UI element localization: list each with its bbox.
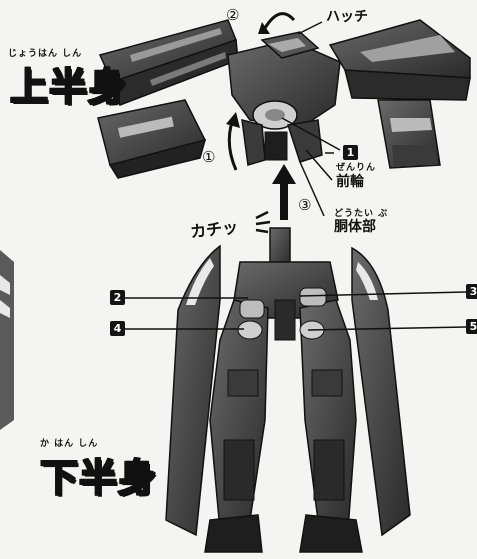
part-badge-3: 3 — [466, 284, 477, 299]
hatch-label: ハッチ — [326, 9, 368, 25]
part-badge-2: 2 — [110, 290, 125, 305]
step-2-marker: ② — [226, 6, 240, 24]
torso-label: 胴体部 — [334, 219, 376, 235]
step-1-marker: ① — [202, 148, 216, 166]
click-sound-label: カチッ — [189, 217, 240, 242]
part-badge-5: 5 — [466, 319, 477, 334]
lower-body-title: 下半身 — [39, 455, 158, 501]
upper-body-ruby: じょうはん しん — [8, 49, 83, 59]
hatch-leader — [297, 21, 323, 35]
up-arrow-3 — [272, 164, 296, 220]
upper-body-title: 上半身 — [9, 64, 128, 110]
step-3-marker: ③ — [298, 196, 312, 214]
part-badge-4: 4 — [110, 321, 125, 336]
rotation-arrow-2 — [263, 12, 296, 29]
left-edge-fragment — [0, 250, 14, 430]
front-wheel-ruby: ぜんりん — [336, 163, 377, 173]
torso-ruby: どうたい ぶ — [334, 209, 389, 219]
rotation-arrow-1 — [227, 121, 238, 171]
lower-body-ruby: か はん しん — [40, 439, 99, 449]
lower-body-figure — [165, 227, 411, 553]
part-leaders — [124, 152, 467, 331]
click-marks — [255, 210, 271, 234]
upper-body-figure — [97, 19, 471, 179]
front-wheel-label: 前輪 — [336, 174, 364, 190]
part-badge-1: 1 — [343, 145, 358, 160]
